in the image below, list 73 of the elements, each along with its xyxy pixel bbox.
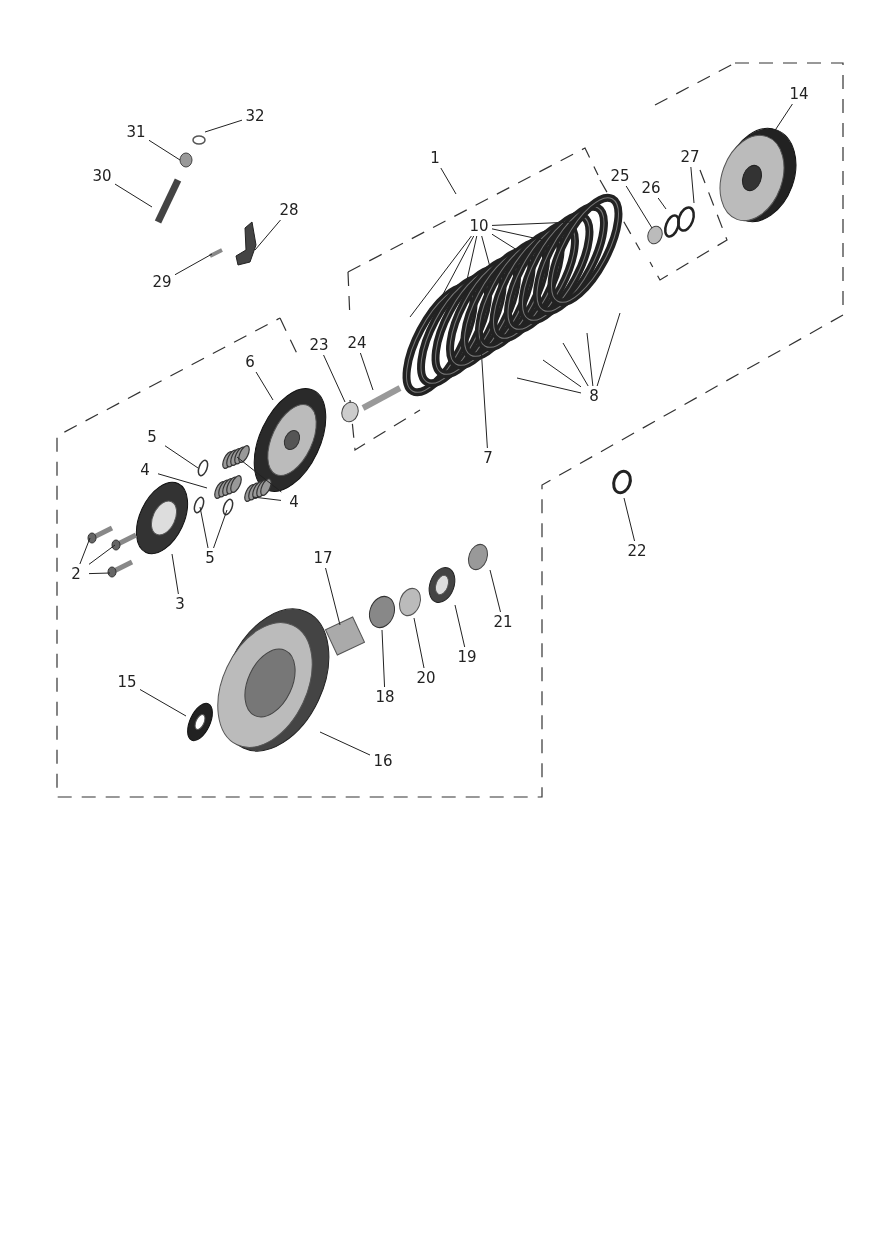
leader-line [769,103,793,139]
leader-line [596,312,621,387]
callout-number: 22 [624,541,650,561]
callout-number: 15 [114,672,140,692]
callout-number: 5 [139,427,165,447]
callout-number: 30 [89,166,115,186]
callout-number: 4 [281,492,307,512]
leader-line [625,185,653,229]
leader-line [562,342,589,387]
callout-number: 17 [310,548,336,568]
leader-line [236,456,282,493]
callout-number: 23 [306,335,332,355]
leader-line [213,509,228,549]
leader-line [325,567,341,626]
leader-line [204,119,243,133]
leader-line [381,629,386,688]
leader-line [199,506,209,549]
callout-number: 2 [63,564,89,584]
callout-number: 24 [344,333,370,353]
callout-number: 8 [581,386,607,406]
callout-number: 20 [413,668,439,688]
leader-line [466,235,478,281]
callout-number: 21 [490,612,516,632]
leader-line [255,371,274,401]
leader-line [88,544,116,565]
leader-line [491,228,544,241]
callout-number: 6 [237,352,263,372]
leader-line [491,233,518,251]
leader-line [114,183,153,208]
leader-line [657,197,667,210]
callout-number: 10 [466,216,492,236]
leader-line [359,352,374,391]
leader-line [440,167,457,195]
callout-number: 4 [132,460,158,480]
leader-line [148,139,181,161]
callout-number: 16 [370,751,396,771]
leader-line [623,497,636,542]
leader-line [409,235,472,318]
leader-line [171,553,179,595]
leader-line [516,377,582,394]
leader-line [174,253,213,276]
leader-line [489,569,501,613]
leader-line [157,473,208,489]
callout-number: 14 [786,84,812,104]
callout-number: 27 [677,147,703,167]
leader-line [254,219,281,251]
leader-line [690,166,695,204]
callout-number: 32 [242,106,268,126]
leader-line [454,604,466,648]
callout-number: 3 [167,594,193,614]
callout-number: 19 [454,647,480,667]
leader-line [481,235,491,268]
leader-line [413,617,425,669]
leader-line [88,572,111,575]
leader-line [542,359,582,388]
callout-number: 25 [607,166,633,186]
leader-line [586,332,594,387]
callout-number: 29 [149,272,175,292]
leader-line [79,537,91,565]
callout-number: 28 [276,200,302,220]
leader-line [479,329,488,449]
callout-number: 7 [475,448,501,468]
callout-number: 1 [422,148,448,168]
leader-line [139,689,187,717]
leader-line [164,445,199,469]
callout-number: 18 [372,687,398,707]
leader-line [323,354,346,403]
callout-number: 5 [197,548,223,568]
leader-line [252,496,282,501]
callout-number: 31 [123,122,149,142]
callout-number: 26 [638,178,664,198]
leader-line [491,221,574,226]
leader-line [319,731,371,756]
